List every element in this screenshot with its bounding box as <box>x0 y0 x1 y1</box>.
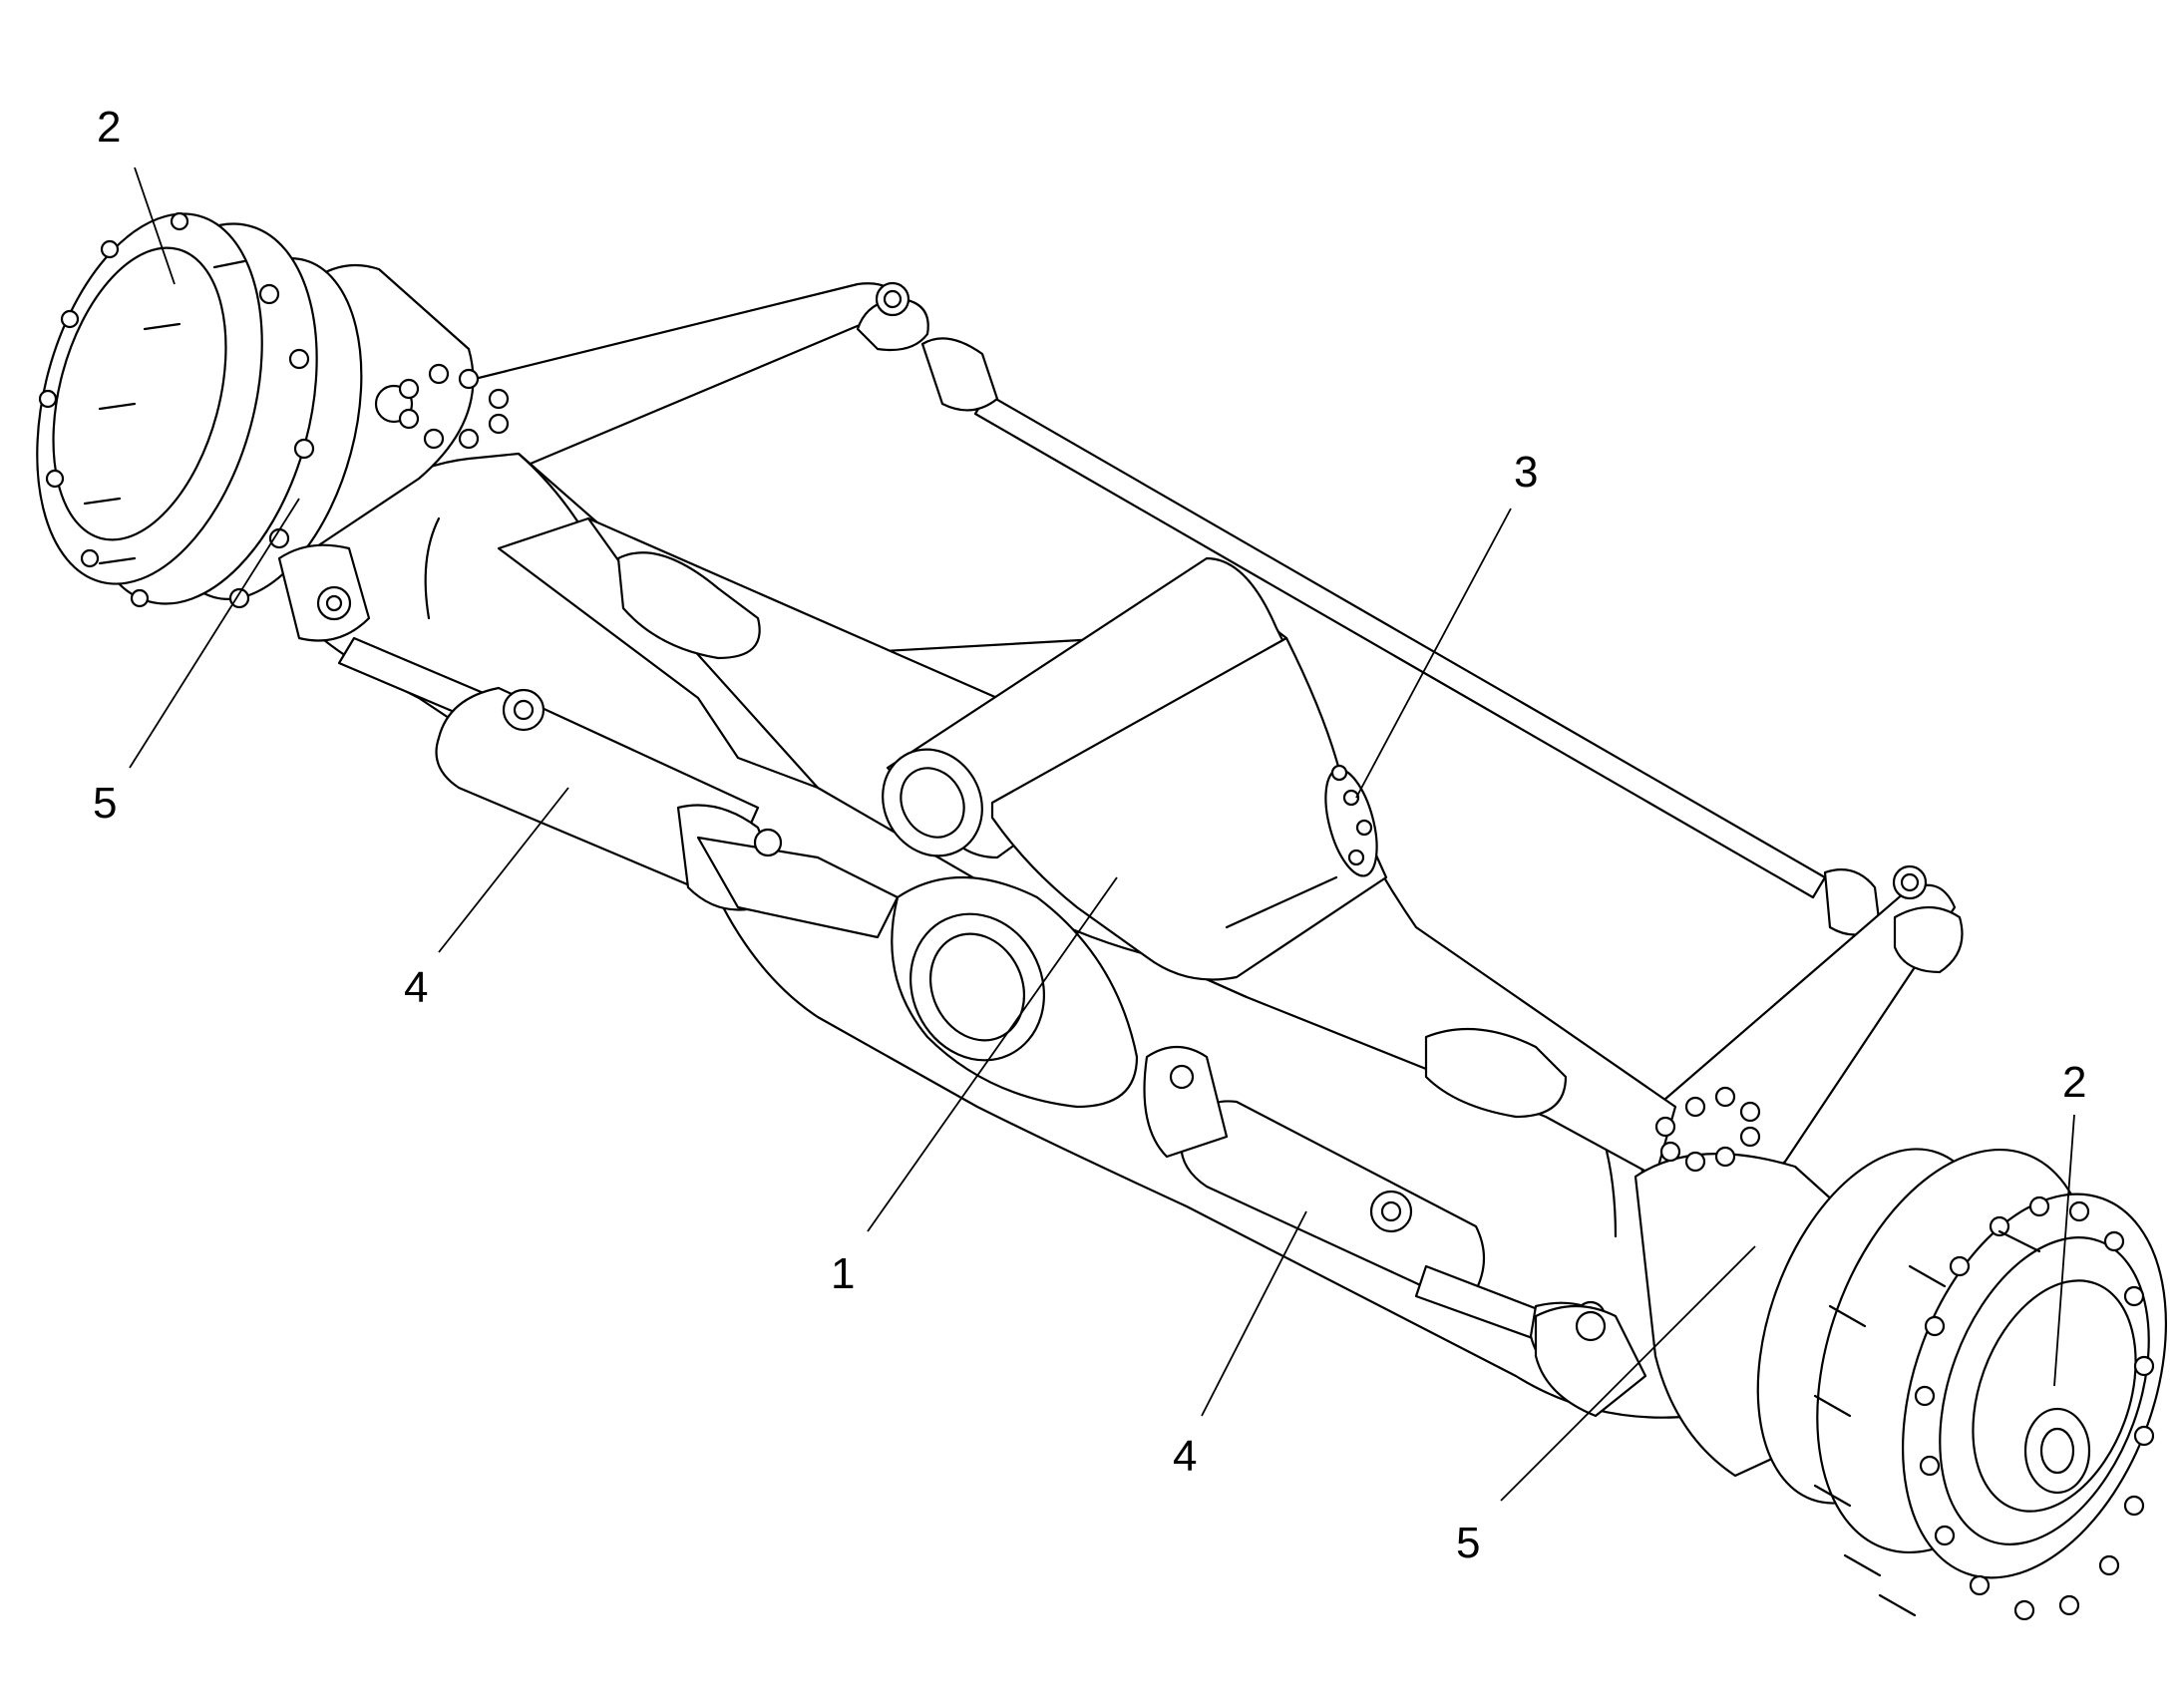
steering-arm-left <box>388 281 929 481</box>
leader-2-right <box>2053 1114 2075 1387</box>
hub-right-bolts <box>1914 1196 2155 1621</box>
callout-4-left: 4 <box>404 963 428 1012</box>
leader-2-left <box>134 167 176 285</box>
steering-cylinder-left <box>337 636 900 939</box>
drive-flange <box>1324 764 1378 877</box>
hub-left <box>36 211 475 609</box>
callout-2-left: 2 <box>97 103 121 152</box>
tie-rod <box>920 337 1882 936</box>
leader-3 <box>1355 508 1512 799</box>
leader-4-left <box>438 787 569 953</box>
hub-left-studs <box>83 259 246 565</box>
arm-right-bolts <box>1654 1086 1761 1173</box>
trunnion-pivot <box>882 556 1388 981</box>
hub-right-studs <box>1813 1229 2041 1617</box>
arm-left-bolts <box>398 363 510 450</box>
callout-2-right: 2 <box>2062 1058 2086 1107</box>
leader-lines <box>129 167 2075 1502</box>
callouts: 2 5 4 3 1 4 5 2 <box>93 103 2086 1567</box>
steering-arm-right <box>1647 864 1964 1184</box>
callout-4-right: 4 <box>1173 1432 1197 1481</box>
callout-5-left: 5 <box>93 779 117 828</box>
callout-5-right: 5 <box>1456 1519 1480 1567</box>
hub-right <box>1634 1148 2167 1621</box>
leader-5-right <box>1500 1245 1756 1502</box>
callout-3: 3 <box>1514 448 1538 497</box>
hub-left-bolts <box>38 211 315 609</box>
leader-4-right <box>1201 1210 1307 1417</box>
knuckle-left <box>277 363 510 642</box>
knuckle-right <box>1534 1086 1761 1418</box>
leader-1 <box>867 876 1118 1232</box>
callout-1: 1 <box>831 1249 855 1298</box>
leader-5-left <box>129 498 300 769</box>
